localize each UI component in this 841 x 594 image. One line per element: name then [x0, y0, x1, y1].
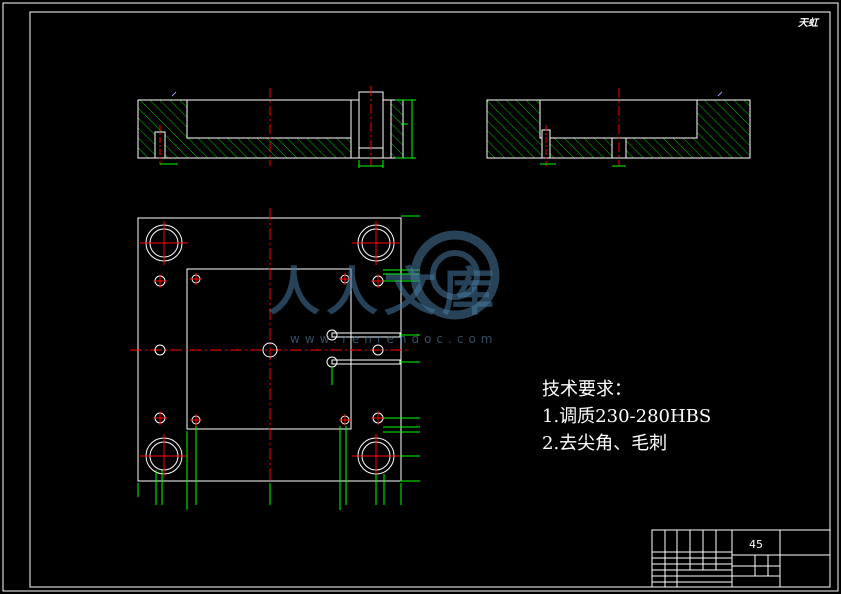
section-view-right [486, 88, 751, 167]
section-view-left [137, 86, 416, 168]
small-hole [372, 344, 384, 356]
corner-hole [140, 221, 188, 265]
corner-hole [352, 221, 400, 265]
center-hole [262, 342, 278, 358]
material-label: 45 [749, 538, 763, 551]
slot [331, 359, 401, 365]
title-block [651, 529, 831, 588]
plan-view [130, 208, 420, 510]
corner-hole [140, 434, 188, 478]
tech-requirement-item: 2.去尖角、毛刺 [542, 433, 668, 454]
drawing-frame [29, 11, 831, 588]
corner-hole [352, 434, 400, 478]
watermark-logo-icon [410, 230, 500, 320]
watermark-text: 人人文库 [268, 262, 501, 323]
tech-requirements: 技术要求： 1.调质230-280HBS 2.去尖角、毛刺 [542, 376, 711, 457]
tech-requirements-title: 技术要求： [542, 379, 632, 400]
tech-requirement-item: 1.调质230-280HBS [542, 406, 712, 427]
small-hole [154, 344, 166, 356]
small-hole [326, 329, 338, 341]
corner-mark: 天虹 [798, 18, 818, 29]
watermark-url: www.renrendoc.com [290, 332, 498, 346]
